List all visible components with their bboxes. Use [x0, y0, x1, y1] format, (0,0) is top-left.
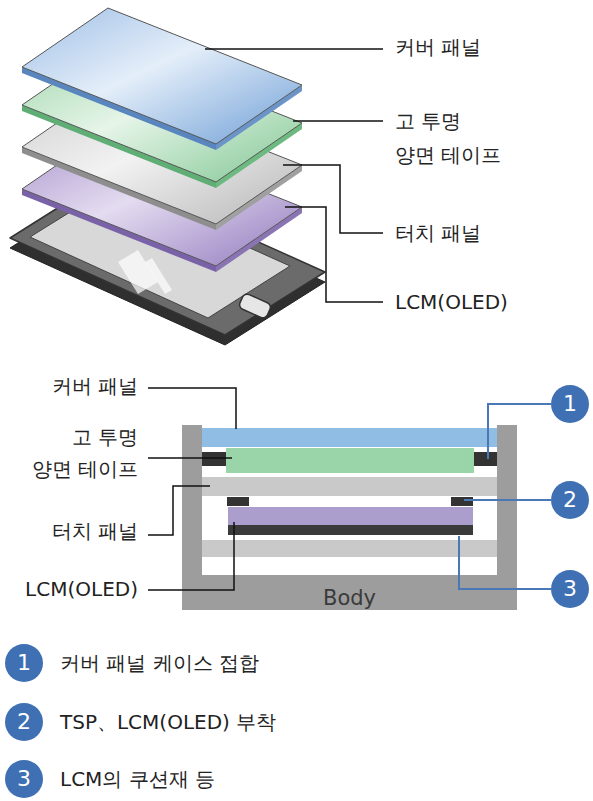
- node-text: 1: [563, 392, 577, 416]
- cross-section: [182, 425, 517, 610]
- legend-number: 2: [5, 703, 43, 741]
- leader-lines: [148, 388, 236, 590]
- callout-number: 1: [551, 385, 589, 423]
- callout-number: 3: [551, 570, 589, 608]
- part-label: 커버 패널: [52, 371, 138, 401]
- part-label: LCM(OLED): [25, 574, 138, 604]
- part-label: 터치 패널: [395, 218, 481, 248]
- node-text: Body: [323, 585, 376, 611]
- node-text: 3: [563, 577, 577, 601]
- node-text: 1: [17, 651, 31, 675]
- node-text: 3: [17, 767, 31, 791]
- legend-text: TSP、LCM(OLED) 부착: [60, 707, 276, 737]
- legend-text: 커버 패널 케이스 접합: [60, 648, 259, 678]
- leader-lines: [205, 49, 383, 302]
- node-text: 2: [563, 488, 577, 512]
- body-housing: Body: [202, 577, 497, 610]
- part-label: 커버 패널: [395, 32, 481, 62]
- legend-number: 3: [5, 760, 43, 798]
- legend-number: 1: [5, 644, 43, 682]
- node-text: 2: [17, 710, 31, 734]
- callout-lines: [459, 404, 551, 589]
- part-label: LCM(OLED): [395, 287, 508, 317]
- callout-number: 2: [551, 481, 589, 519]
- part-label: 고 투명 양면 테이프: [395, 104, 504, 172]
- part-label: 고 투명 양면 테이프: [29, 421, 138, 485]
- part-label: 터치 패널: [52, 516, 138, 546]
- legend-text: LCM의 쿠션재 등: [60, 764, 215, 794]
- cover-layer: [22, 8, 302, 150]
